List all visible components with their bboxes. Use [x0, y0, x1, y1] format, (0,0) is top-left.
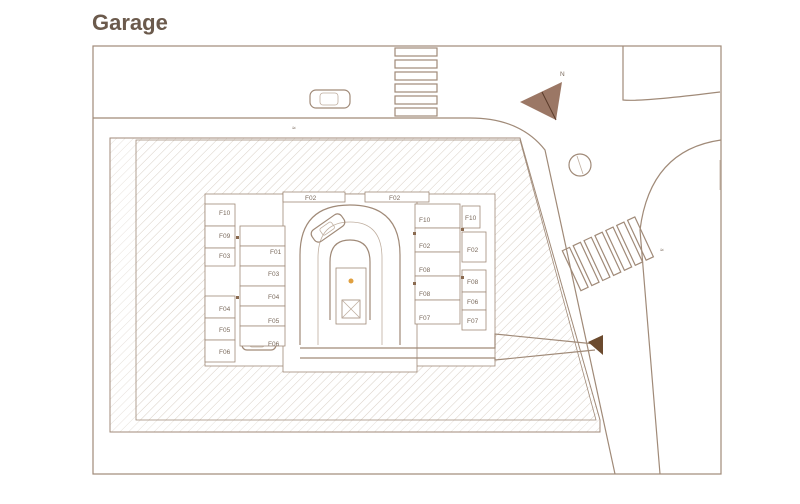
spot-label: F08: [419, 291, 431, 298]
north-arrow-icon: N: [520, 71, 565, 121]
page-title: Garage: [92, 10, 168, 35]
site-boundary: [92, 45, 722, 475]
crosswalk-east: [561, 216, 655, 292]
ramp-outer: [299, 204, 401, 345]
entrance-arrow-icon: [588, 335, 603, 355]
spot-label: F06: [219, 349, 231, 356]
crosswalk-north: [394, 47, 438, 117]
road-curb-top-right: [622, 46, 721, 101]
car-icon-street: [309, 89, 351, 109]
spot-label: F02: [419, 243, 431, 250]
road-edge: [93, 117, 616, 475]
spots-right-outer: [461, 205, 487, 331]
road-mark-east: ≈: [660, 247, 664, 254]
spot-label: F08: [419, 267, 431, 274]
spots-left-inner: [239, 225, 286, 347]
spot-label: F03: [268, 271, 280, 278]
spot-label: F02: [389, 195, 401, 202]
road-mark-north: ≈: [292, 125, 296, 132]
spot-label: F07: [467, 318, 479, 325]
road-curb-right: [639, 139, 722, 475]
spot-label: F09: [219, 233, 231, 240]
spot-label: F04: [268, 294, 280, 301]
spot-label: F01: [270, 249, 282, 256]
north-label: N: [560, 71, 565, 78]
spots-left-outer: [204, 203, 236, 363]
spot-label: F07: [419, 315, 431, 322]
elevator-marker: [348, 278, 354, 284]
ramp-mid: [317, 221, 383, 345]
spot-label: F08: [467, 279, 479, 286]
entrance-corridor: [300, 333, 596, 349]
spot-label: F10: [419, 217, 431, 224]
spots-right-inner: [414, 203, 461, 325]
car-icon-ramp: [310, 213, 346, 243]
spot-label: F10: [465, 215, 477, 222]
spot-label: F10: [219, 210, 231, 217]
spot-label: F03: [219, 253, 231, 260]
roundabout-marker: [568, 153, 592, 177]
spot-label: F06: [467, 299, 479, 306]
pillars: [236, 228, 464, 299]
spot-label: F04: [219, 306, 231, 313]
spot-label: F05: [219, 327, 231, 334]
spot-label: F05: [268, 318, 280, 325]
spot-label: F02: [467, 247, 479, 254]
ramp-inner: [329, 239, 371, 320]
spot-label: F06: [268, 341, 280, 348]
spot-label: F02: [305, 195, 317, 202]
